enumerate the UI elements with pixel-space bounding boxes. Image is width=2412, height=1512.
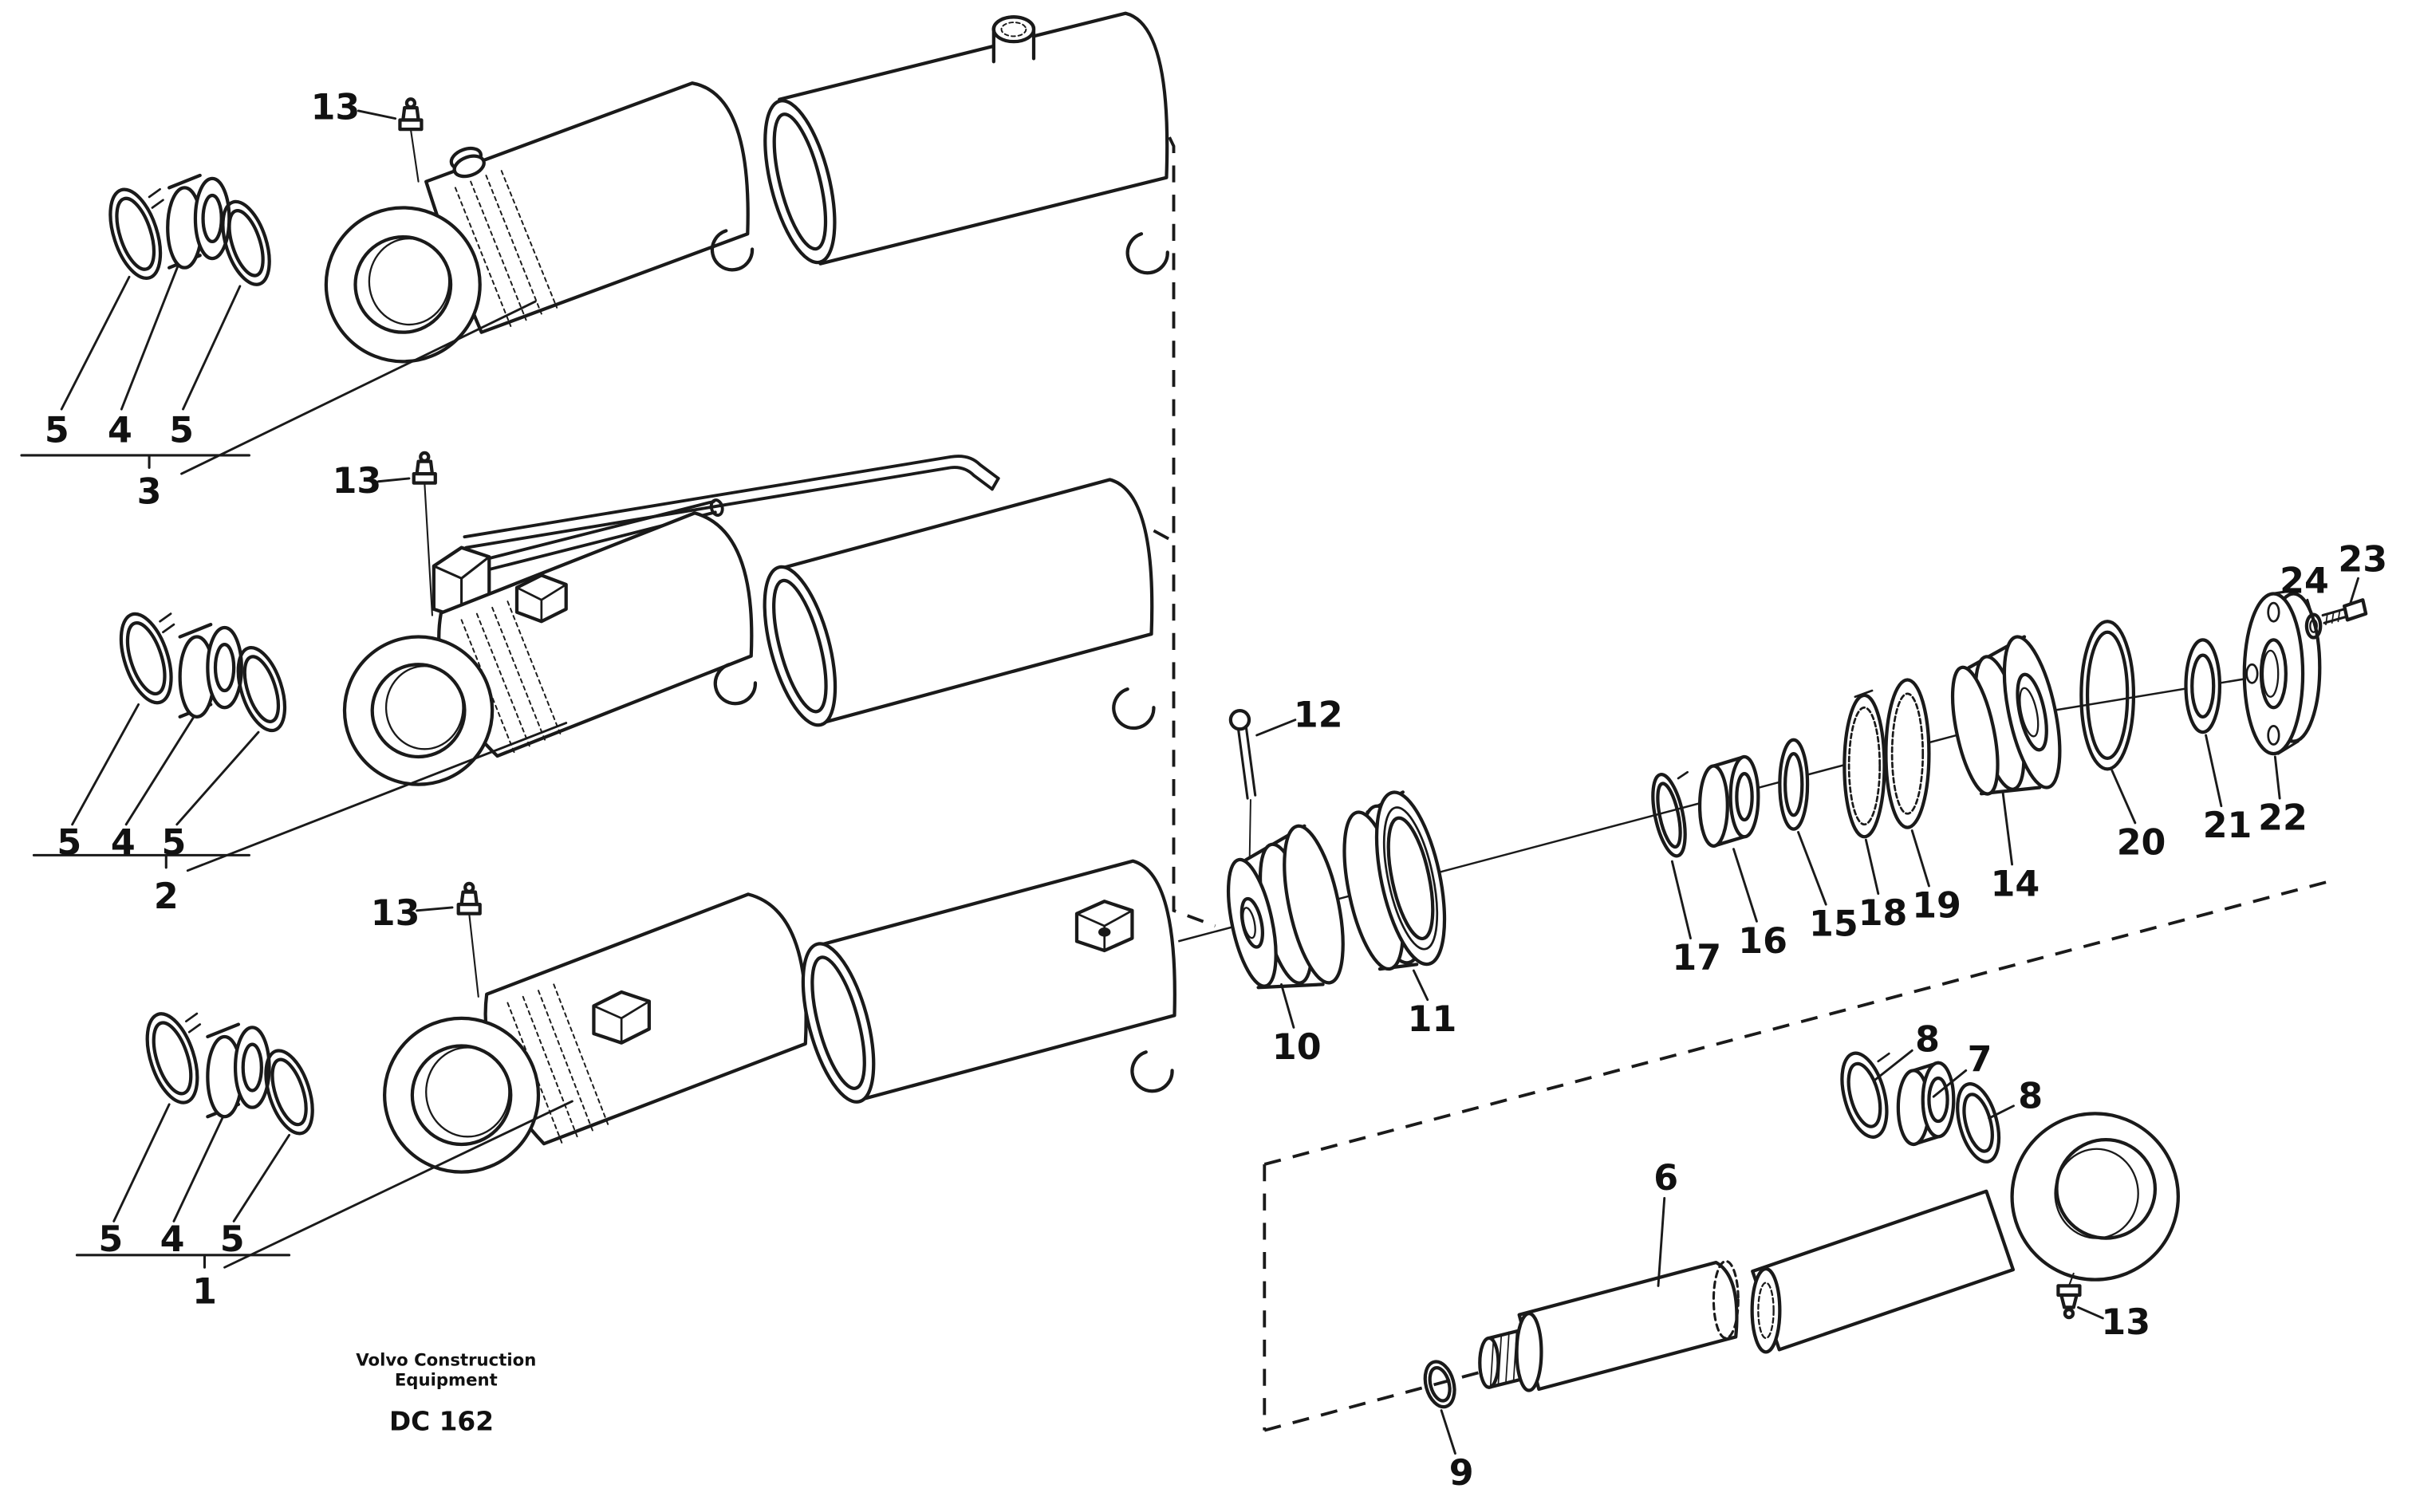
- callout-label-2: 2: [154, 876, 179, 917]
- callout-label-5: 5: [98, 1219, 123, 1260]
- part-18-backup-ring: [1843, 689, 1886, 839]
- callout-label-13: 13: [2101, 1302, 2150, 1343]
- part-6-rod-section: [1478, 1259, 1740, 1392]
- part-15-ring: [1778, 738, 1810, 831]
- cylinder-assembly-bottom: [145, 859, 1176, 1174]
- spring-pin-curl: [710, 229, 755, 272]
- callout-label-23: 23: [2338, 540, 2387, 581]
- callout-label-12: 12: [1294, 695, 1343, 735]
- part-24-washer: [2304, 612, 2323, 640]
- part-14-gland: [1950, 635, 2062, 796]
- callout-label-9: 9: [1449, 1453, 1474, 1494]
- brand-text-line1: Volvo Construction: [356, 1351, 536, 1371]
- grease-fitting-top: [398, 97, 424, 183]
- callout-label-5: 5: [169, 411, 194, 451]
- leader-lines: [60, 109, 2359, 1455]
- spring-pin-curl: [1130, 1050, 1174, 1093]
- part-21-seal: [2184, 638, 2222, 734]
- part-11-seal-assembly: [1342, 790, 1447, 971]
- callout-label-3: 3: [137, 472, 162, 513]
- callout-label-8: 8: [1915, 1019, 1940, 1060]
- callout-label-15: 15: [1809, 904, 1858, 945]
- callout-label-18: 18: [1858, 893, 1908, 934]
- callout-label-8: 8: [2018, 1077, 2043, 1117]
- callout-label-1: 1: [192, 1272, 217, 1313]
- callout-label-5: 5: [45, 411, 69, 451]
- part-19-seal-ring: [1884, 678, 1931, 829]
- part-20-o-ring: [2079, 620, 2136, 771]
- callout-label-5: 5: [57, 822, 81, 863]
- callout-label-4: 4: [108, 411, 132, 451]
- grease-fitting-middle: [412, 451, 437, 616]
- retaining-rings-bottom: [145, 1012, 314, 1136]
- callout-label-4: 4: [160, 1219, 185, 1260]
- piston-rod-assembly: [1423, 1051, 2180, 1409]
- grease-fitting-rod-eye: [2056, 1272, 2082, 1320]
- callout-label-13: 13: [333, 461, 382, 502]
- callout-label-6: 6: [1653, 1158, 1678, 1199]
- exploded-piston-parts: [1226, 589, 2368, 990]
- callout-label-21: 21: [2203, 805, 2252, 846]
- grease-fitting-bottom: [456, 881, 482, 998]
- retaining-rings-middle: [119, 612, 287, 733]
- cylinder-tube-middle: [763, 478, 1156, 730]
- callout-label-19: 19: [1912, 886, 1961, 927]
- figure-code: DC 162: [389, 1407, 494, 1437]
- cylinder-tube-top: [763, 11, 1169, 275]
- callout-label-13: 13: [311, 88, 361, 128]
- callout-label-24: 24: [2280, 561, 2329, 602]
- rod-with-eye: [1750, 1112, 2180, 1354]
- cylinder-body-middle: [342, 511, 758, 786]
- cylinder-assembly-top: [108, 11, 1169, 364]
- cylinder-tube-bottom: [801, 859, 1176, 1104]
- callout-label-7: 7: [1968, 1039, 1992, 1080]
- spring-pin-curl: [1125, 232, 1169, 275]
- callout-label-5: 5: [161, 822, 186, 863]
- part-23-screw: [2321, 598, 2368, 625]
- callout-label-14: 14: [1991, 864, 2040, 905]
- callout-label-11: 11: [1408, 999, 1457, 1040]
- callout-label-13: 13: [371, 893, 420, 934]
- callout-label-5: 5: [220, 1219, 245, 1260]
- callout-label-16: 16: [1738, 921, 1787, 962]
- callout-label-22: 22: [2258, 798, 2308, 839]
- brand-text-line2: Equipment: [395, 1371, 498, 1391]
- group-brackets: [20, 454, 291, 1269]
- rod-eye-rings-8-7-8: [1840, 1051, 2001, 1164]
- knurl-band-top: [454, 170, 558, 327]
- callout-label-4: 4: [111, 822, 136, 863]
- part-22-end-cap: [2242, 589, 2322, 756]
- part-9-o-ring: [1423, 1360, 1456, 1409]
- retaining-rings-top: [108, 173, 271, 286]
- callout-label-17: 17: [1672, 938, 1721, 978]
- cylinder-body-bottom: [383, 892, 808, 1174]
- part-17-circlip: [1651, 770, 1689, 858]
- part-16-bushing: [1697, 754, 1760, 848]
- cylinder-assembly-middle: [119, 451, 1156, 786]
- part-10-piston: [1226, 824, 1345, 990]
- cylinder-body-top: [324, 81, 755, 364]
- spring-pin-curl: [713, 663, 758, 706]
- dashed-connector: [1153, 110, 1216, 927]
- callout-label-20: 20: [2117, 822, 2166, 863]
- hydraulic-pipes-middle: [463, 455, 1000, 577]
- spring-pin-curl: [1112, 687, 1156, 730]
- callout-label-10: 10: [1272, 1027, 1322, 1068]
